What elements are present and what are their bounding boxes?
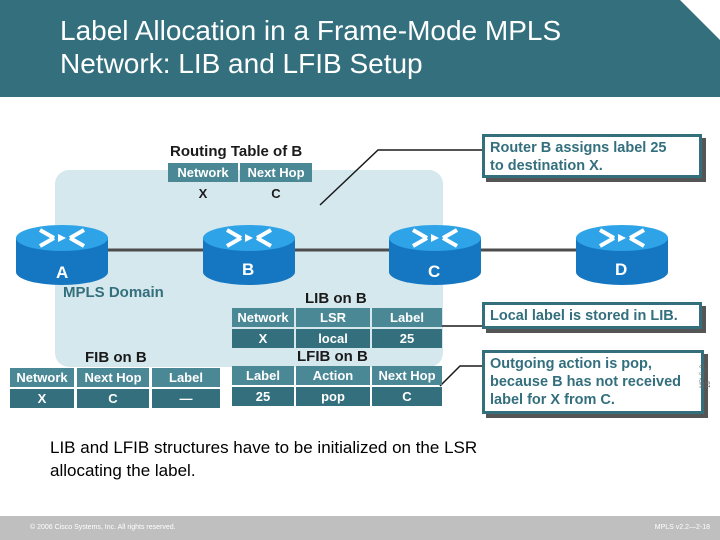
router-c-label: C [428, 262, 441, 281]
lfib-title: LFIB on B [297, 348, 368, 365]
router-a-label: A [56, 263, 69, 282]
lfib-header-action: Action [296, 366, 370, 385]
slide-title: Label Allocation in a Frame-Mode MPLS Ne… [60, 14, 561, 80]
fib-cell-next-hop: C [77, 389, 149, 408]
router-d-label: D [615, 260, 628, 279]
callout-assign-line-2: to destination X. [490, 158, 603, 174]
lfib-header-next-hop: Next Hop [372, 366, 442, 385]
pointer-pop [439, 365, 482, 387]
callout-pop-line-3: label for X from C. [490, 392, 615, 408]
callout-assign-line-1: Router B assigns label 25 [490, 140, 667, 156]
router-a-icon [16, 225, 108, 285]
lib-cell-label: 25 [372, 329, 442, 348]
lib-header-label: Label [372, 308, 442, 327]
fib-cell-label: — [152, 389, 220, 408]
lib-cell-lsr: local [296, 329, 370, 348]
routing-table-header-next-hop: Next Hop [240, 163, 312, 182]
router-c-icon [389, 225, 481, 285]
callout-pop-line-2: because B has not received [490, 374, 681, 390]
body-line-1: LIB and LFIB structures have to be initi… [50, 438, 478, 457]
lib-header-lsr: LSR [296, 308, 370, 327]
callout-stored-text: Local label is stored in LIB. [490, 308, 678, 324]
callout-pop-line-1: Outgoing action is pop, [490, 356, 652, 372]
title-line-1: Label Allocation in a Frame-Mode MPLS [60, 15, 562, 46]
footer-copyright: © 2006 Cisco Systems, Inc. All rights re… [30, 524, 176, 531]
lfib-cell-next-hop: C [372, 387, 442, 406]
fib-cell-network: X [10, 389, 74, 408]
router-b-label: B [242, 260, 255, 279]
lib-cell-network: X [232, 329, 294, 348]
body-line-2: allocating the label. [50, 461, 196, 480]
slide-body-text: LIB and LFIB structures have to be initi… [50, 436, 630, 482]
slide-footer: © 2006 Cisco Systems, Inc. All rights re… [0, 516, 720, 540]
fib-title: FIB on B [85, 349, 147, 366]
routing-table-title: Routing Table of B [170, 143, 303, 160]
footer-page-ref: MPLS v2.2—2-18 [654, 524, 710, 531]
routing-table-cell-network: X [168, 184, 238, 203]
mpls-domain-label: MPLS Domain [63, 284, 164, 301]
lfib-cell-label: 25 [232, 387, 294, 406]
fib-header-label: Label [152, 368, 220, 387]
lfib-header-label: Label [232, 366, 294, 385]
callout-stored-in-lib: Local label is stored in LIB. [482, 302, 702, 329]
fib-header-network: Network [10, 368, 74, 387]
routing-table-header-network: Network [168, 163, 238, 182]
lib-title: LIB on B [305, 290, 367, 307]
router-b-icon [203, 225, 295, 285]
header-corner [680, 0, 720, 40]
callout-assign-label: Router B assigns label 25 to destination… [482, 134, 702, 178]
pointer-assign [319, 149, 482, 206]
slide-header: Label Allocation in a Frame-Mode MPLS Ne… [0, 0, 720, 97]
fib-header-next-hop: Next Hop [77, 368, 149, 387]
router-d-icon [576, 225, 668, 285]
side-code: MPLS_2-18 [700, 362, 712, 388]
routing-table-cell-next-hop: C [240, 184, 312, 203]
lib-header-network: Network [232, 308, 294, 327]
callout-pop-action: Outgoing action is pop, because B has no… [482, 350, 704, 414]
lfib-cell-action: pop [296, 387, 370, 406]
title-line-2: Network: LIB and LFIB Setup [60, 48, 423, 79]
